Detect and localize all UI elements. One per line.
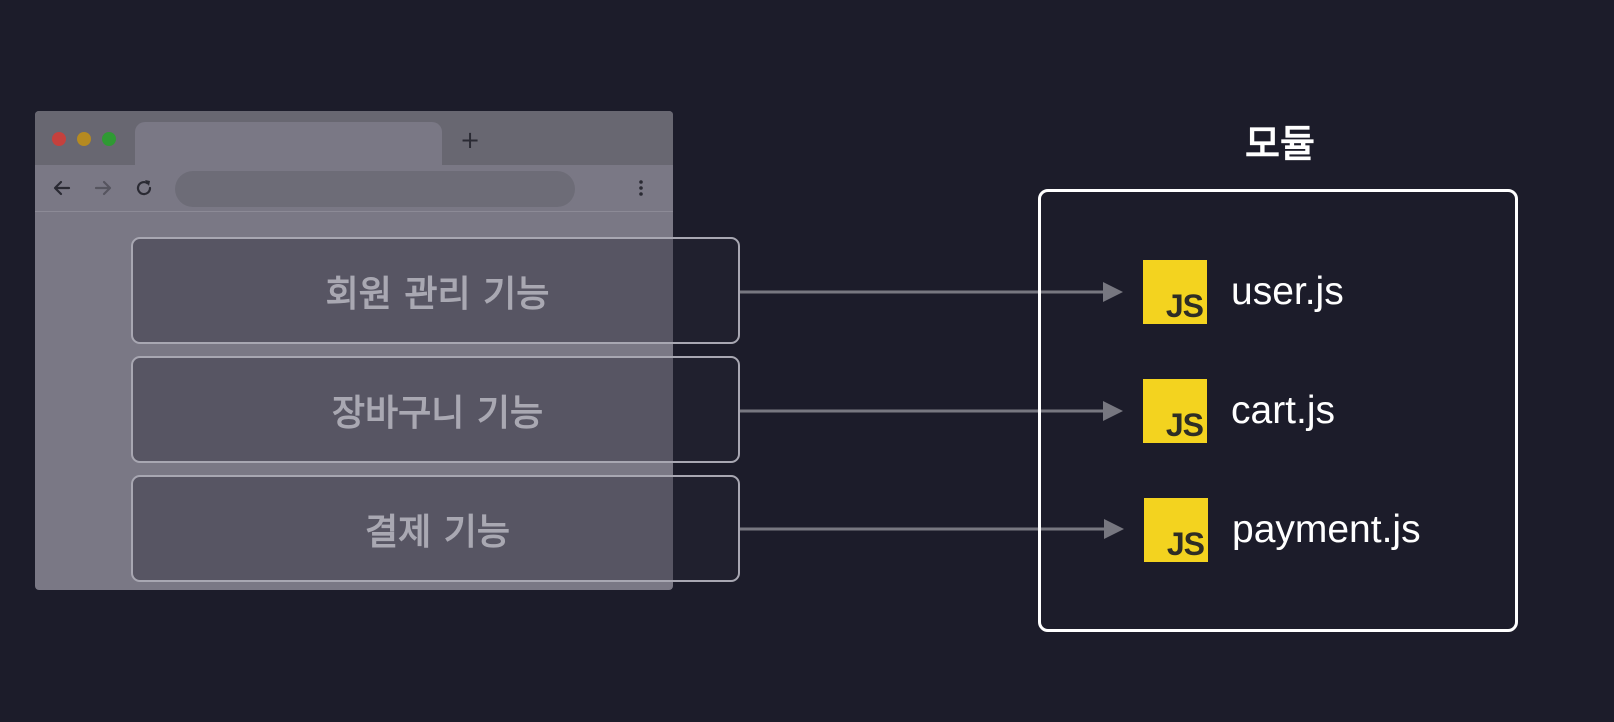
feature-label: 장바구니 기능 [331, 392, 544, 434]
js-badge-label: JS [1165, 288, 1204, 324]
feature-label: 회원 관리 기능 [325, 273, 550, 315]
minimize-window-button[interactable] [77, 132, 91, 146]
arrow-cart [740, 401, 1123, 421]
browser-toolbar [35, 165, 673, 212]
file-name: payment.js [1232, 508, 1421, 551]
javascript-file-icon: JS [1144, 498, 1208, 562]
back-arrow-icon[interactable] [51, 177, 73, 199]
browser-tab-bar: + [35, 111, 673, 165]
module-title: 모듈 [1245, 122, 1315, 166]
forward-arrow-icon[interactable] [92, 177, 114, 199]
arrow-user [740, 282, 1123, 302]
feature-box-cart: 장바구니 기능 [131, 356, 740, 463]
javascript-file-icon: JS [1143, 260, 1207, 324]
feature-box-payment: 결제 기능 [131, 475, 740, 582]
more-vertical-icon[interactable] [633, 177, 649, 199]
feature-label: 결제 기능 [364, 511, 510, 553]
arrow-payment [740, 519, 1124, 539]
feature-box-user-management: 회원 관리 기능 [131, 237, 740, 344]
address-bar[interactable] [175, 171, 575, 207]
browser-tab[interactable] [135, 122, 442, 165]
browser-window: + [35, 111, 673, 590]
new-tab-button[interactable]: + [459, 126, 481, 154]
file-item-user: JS user.js [1143, 260, 1344, 324]
file-name: user.js [1231, 270, 1344, 313]
module-box [1038, 189, 1518, 632]
file-item-payment: JS payment.js [1144, 498, 1421, 562]
js-badge-label: JS [1165, 407, 1204, 443]
file-name: cart.js [1231, 389, 1336, 432]
close-window-button[interactable] [52, 132, 66, 146]
file-item-cart: JS cart.js [1143, 379, 1335, 443]
maximize-window-button[interactable] [102, 132, 116, 146]
js-badge-label: JS [1166, 526, 1205, 562]
javascript-file-icon: JS [1143, 379, 1207, 443]
reload-icon[interactable] [133, 177, 155, 199]
